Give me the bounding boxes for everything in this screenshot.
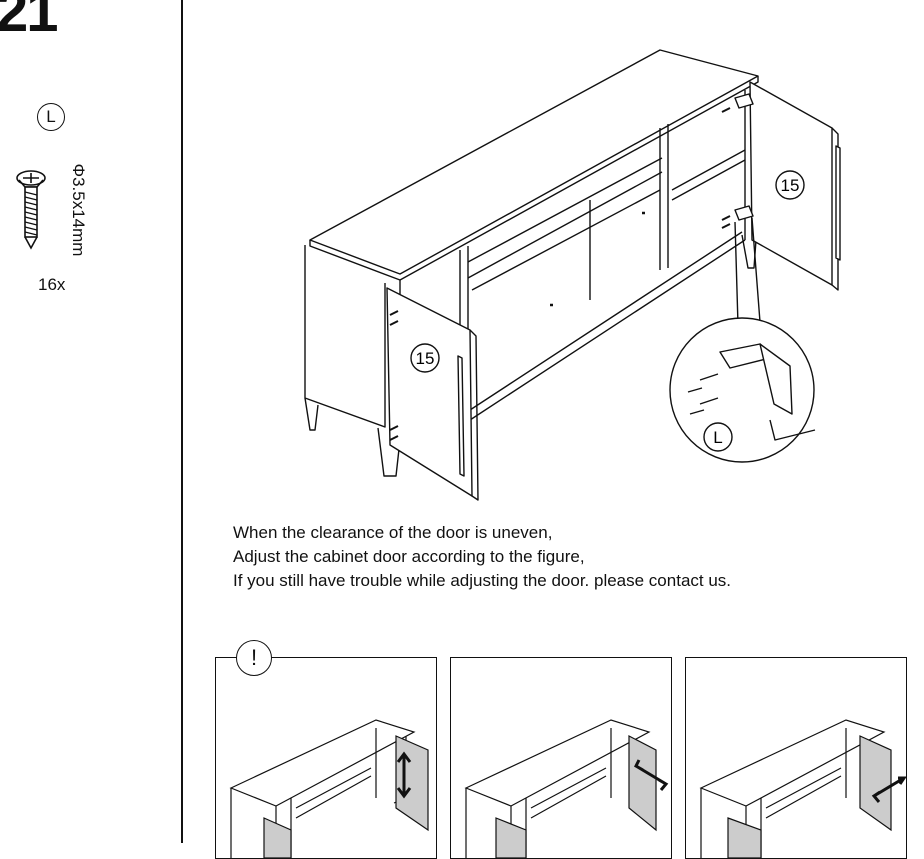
adjust-panel-horizontal (685, 657, 907, 859)
step-number: 21 (0, 0, 58, 44)
cabinet-assembly-figure: 15 15 L (304, 49, 841, 501)
screw-icon (16, 170, 46, 250)
part-badge: L (37, 103, 65, 131)
door-label-right: 15 (781, 176, 800, 195)
adjust-panel-vertical (215, 657, 437, 859)
instruction-line: Adjust the cabinet door according to the… (233, 547, 585, 566)
adjust-panel-depth (450, 657, 672, 859)
instructions: When the clearance of the door is uneven… (233, 521, 731, 593)
warning-icon: ! (236, 640, 272, 676)
door-label-left: 15 (416, 349, 435, 368)
column-divider (181, 0, 183, 843)
instruction-line: If you still have trouble while adjustin… (233, 571, 732, 590)
detail-badge: L (713, 428, 722, 447)
screw-quantity: 16x (38, 275, 66, 294)
screw-spec: Φ3.5x14mm (69, 163, 88, 257)
instruction-line: When the clearance of the door is uneven… (233, 523, 553, 542)
